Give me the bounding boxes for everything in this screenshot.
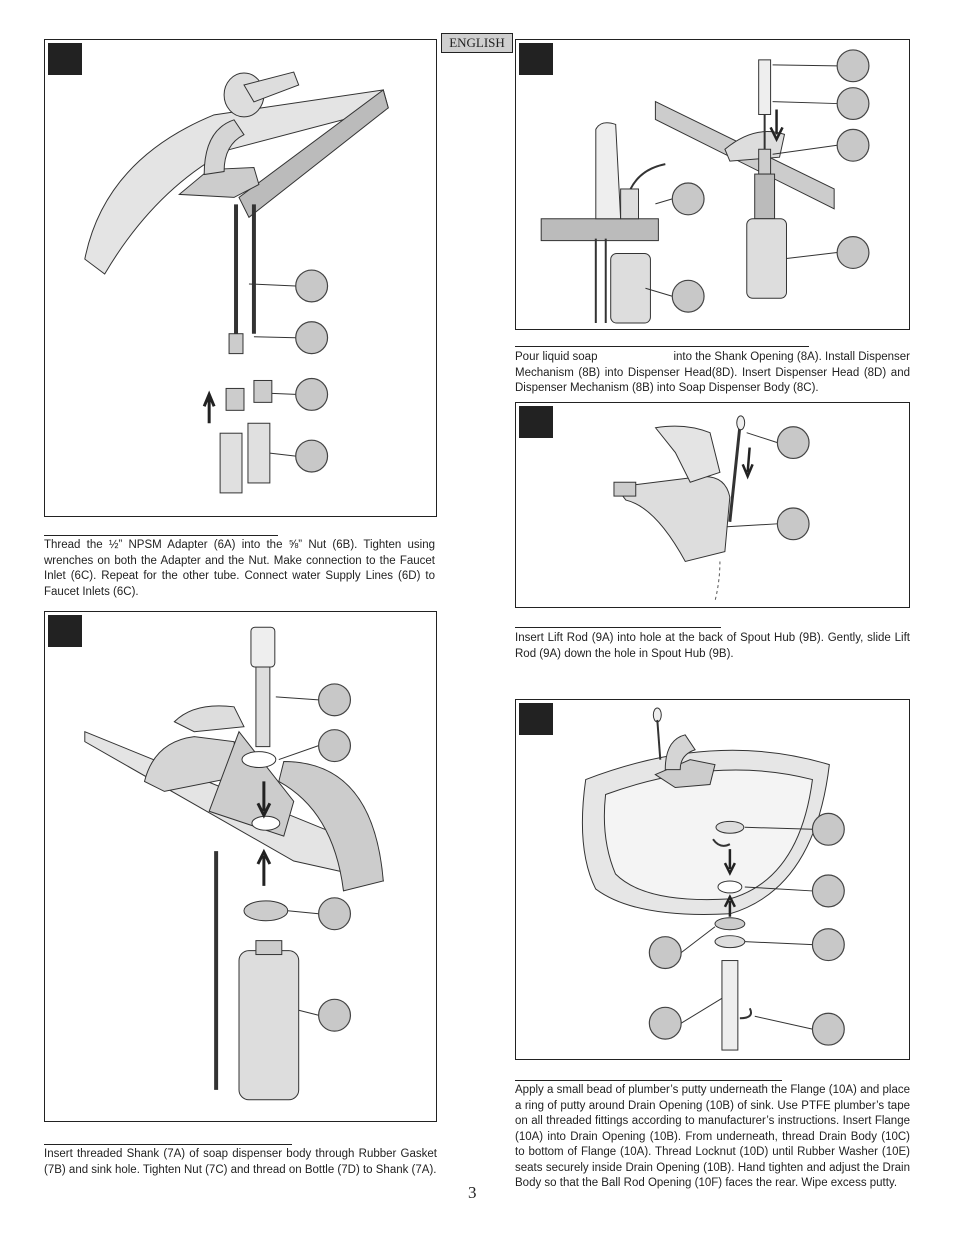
callout-circle <box>295 439 329 473</box>
step8-caption-lead: Pour liquid soap <box>515 351 598 363</box>
callout-circle <box>776 426 810 460</box>
step10-caption: Apply a small bead of plumber’s putty un… <box>515 1084 910 1189</box>
callout-circle <box>811 812 845 846</box>
callout-circle <box>811 928 845 962</box>
soap-dispenser-install-drawing <box>84 626 384 1101</box>
callout-circle <box>295 321 329 355</box>
callout-circle <box>811 1012 845 1046</box>
step8-caption-rule <box>515 346 809 347</box>
lift-rod-install-drawing <box>613 415 810 602</box>
step9-illustration <box>515 402 910 608</box>
callout-circle <box>836 128 870 162</box>
page-number: 3 <box>468 1183 477 1202</box>
step7-caption-rule <box>44 1144 292 1145</box>
step10-illustration <box>515 699 910 1060</box>
callout-circle <box>836 236 870 270</box>
step8-illustration <box>515 39 910 330</box>
callout-circle <box>318 998 352 1032</box>
step9-caption-rule <box>515 627 721 628</box>
step7-caption: Insert threaded Shank (7A) of soap dispe… <box>44 1148 437 1176</box>
callout-circle <box>318 897 352 931</box>
step8-number-box <box>519 43 553 75</box>
callout-circle <box>836 49 870 83</box>
step6-caption: Thread the ½” NPSM Adapter (6A) into the… <box>44 539 435 598</box>
callout-circle <box>648 936 682 970</box>
step8-caption-rest: into the Shank Opening (8A). Install Dis… <box>515 351 911 394</box>
step6-illustration <box>44 39 437 517</box>
callout-circle <box>836 87 870 121</box>
callout-circle <box>671 279 705 313</box>
callout-circle <box>671 182 705 216</box>
callout-circle <box>318 683 352 717</box>
callout-circle <box>318 729 352 763</box>
callout-circle <box>811 874 845 908</box>
language-tag: ENGLISH <box>441 33 513 53</box>
step6-caption-rule <box>44 535 278 536</box>
step10-caption-rule <box>515 1080 782 1081</box>
step10-number-box <box>519 703 553 735</box>
step7-illustration <box>44 611 437 1122</box>
step9-caption: Insert Lift Rod (9A) into hole at the ba… <box>515 632 910 660</box>
callout-circle <box>776 507 810 541</box>
callout-circle <box>648 1006 682 1040</box>
faucet-supply-lines-drawing <box>84 71 389 494</box>
callout-circle <box>295 269 329 303</box>
drain-assembly-drawing <box>581 707 845 1051</box>
step9-number-box <box>519 406 553 438</box>
step7-number-box <box>48 615 82 647</box>
step6-number-box <box>48 43 82 75</box>
soap-dispenser-mechanism-drawing <box>540 49 870 324</box>
callout-circle <box>295 377 329 411</box>
